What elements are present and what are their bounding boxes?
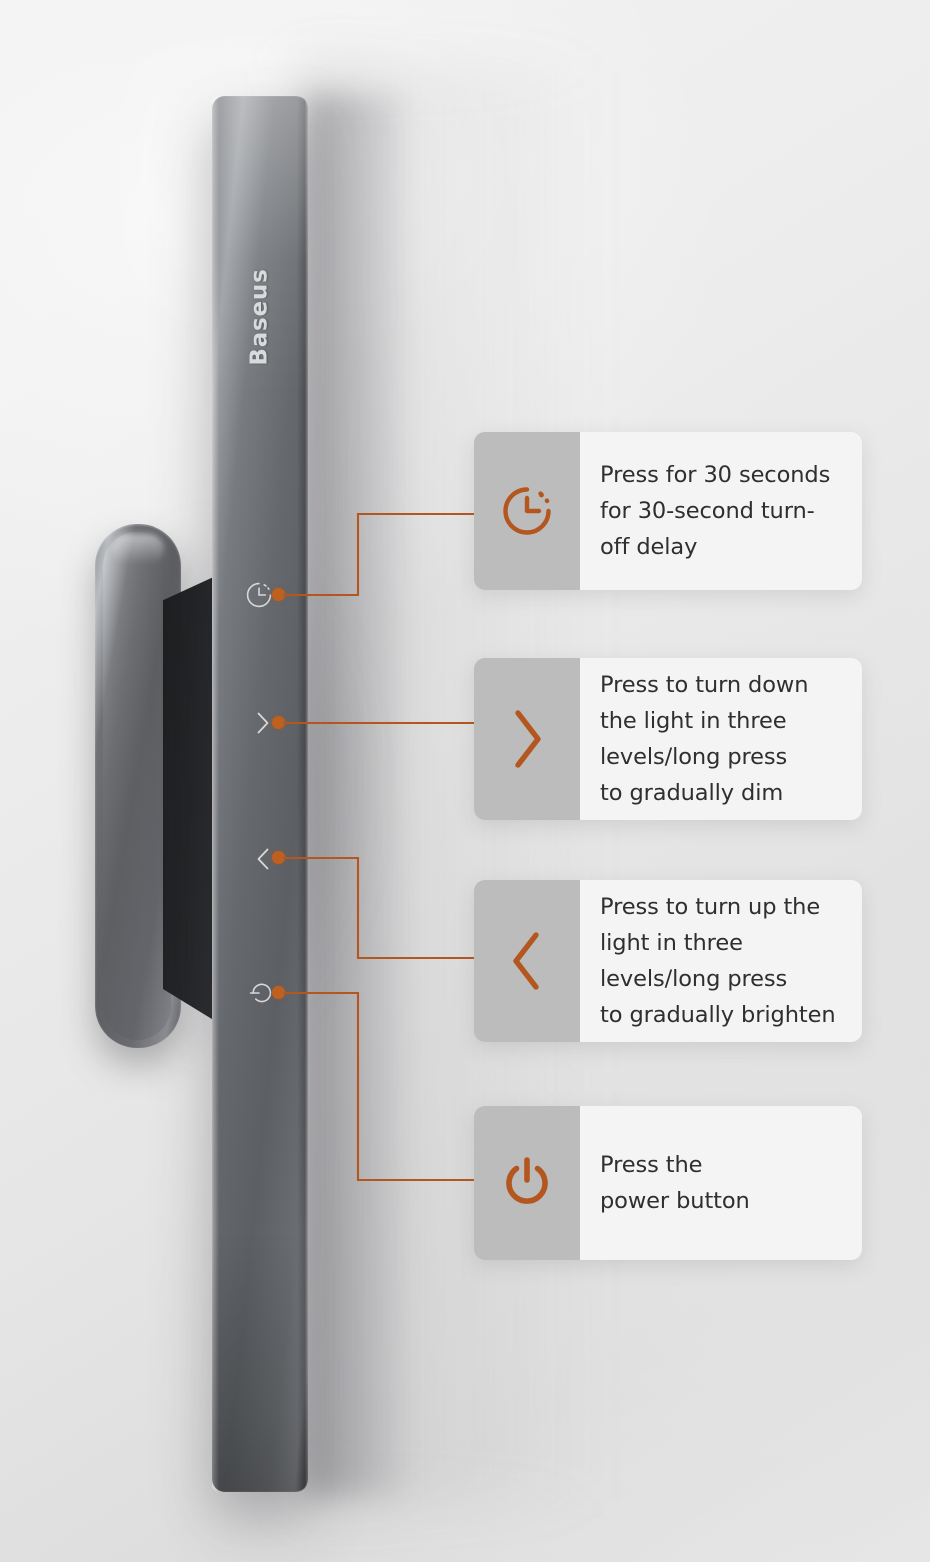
- callout-brighten: Press to turn up the light in three leve…: [474, 880, 862, 1042]
- wall-highlight: [120, 40, 540, 380]
- callout-dim-text-panel: Press to turn down the light in three le…: [580, 658, 862, 820]
- callout-power: Press the power button: [474, 1106, 862, 1260]
- device-dim-connector-dot: [272, 716, 285, 729]
- light-bar-body: [212, 96, 308, 1492]
- device-power-connector-dot: [272, 986, 285, 999]
- callout-timer-line-3: off delay: [600, 534, 698, 560]
- power-icon: [497, 1152, 557, 1214]
- callout-dim-icon-panel: [474, 658, 580, 820]
- callout-power-icon-panel: [474, 1106, 580, 1260]
- callout-brighten-icon-panel: [474, 880, 580, 1042]
- device-dim-icon[interactable]: [246, 706, 280, 740]
- connector-timer: [283, 512, 474, 597]
- callout-timer-line-2: for 30-second turn-: [600, 498, 815, 524]
- callout-brighten-text-panel: Press to turn up the light in three leve…: [580, 880, 862, 1042]
- chevron-left-icon: [502, 928, 552, 994]
- device-timer-connector-dot: [272, 588, 285, 601]
- connector-brighten: [283, 856, 474, 960]
- callout-brighten-line-4: to gradually brighten: [600, 1002, 836, 1028]
- wall-mount-highlight: [112, 534, 164, 564]
- timer-icon: [496, 480, 558, 542]
- callout-timer: Press for 30 seconds for 30-second turn-…: [474, 432, 862, 590]
- chevron-right-icon: [502, 706, 552, 772]
- callout-power-text-panel: Press the power button: [580, 1106, 862, 1260]
- callout-dim-line-3: levels/long press: [600, 744, 788, 770]
- callout-brighten-line-2: light in three: [600, 930, 743, 956]
- connector-power: [283, 991, 474, 1182]
- callout-timer-text-panel: Press for 30 seconds for 30-second turn-…: [580, 432, 862, 590]
- callout-brighten-line-3: levels/long press: [600, 966, 788, 992]
- device-power-icon[interactable]: [242, 976, 276, 1010]
- callout-dim-line-1: Press to turn down: [600, 672, 809, 698]
- bar-contact-shadow: [306, 96, 402, 1496]
- callout-brighten-line-1: Press to turn up the: [600, 894, 821, 920]
- callout-power-line-1: Press the: [600, 1152, 703, 1178]
- callout-dim-line-2: the light in three: [600, 708, 787, 734]
- callout-dim-line-4: to gradually dim: [600, 780, 784, 806]
- callout-dim: Press to turn down the light in three le…: [474, 658, 862, 820]
- device-brighten-icon[interactable]: [246, 842, 280, 876]
- device-timer-icon[interactable]: [242, 578, 276, 612]
- wall-mount-inner-edge: [103, 532, 171, 1040]
- callout-power-line-2: power button: [600, 1188, 750, 1214]
- callout-timer-line-1: Press for 30 seconds: [600, 462, 831, 488]
- device-brighten-connector-dot: [272, 851, 285, 864]
- callout-timer-icon-panel: [474, 432, 580, 590]
